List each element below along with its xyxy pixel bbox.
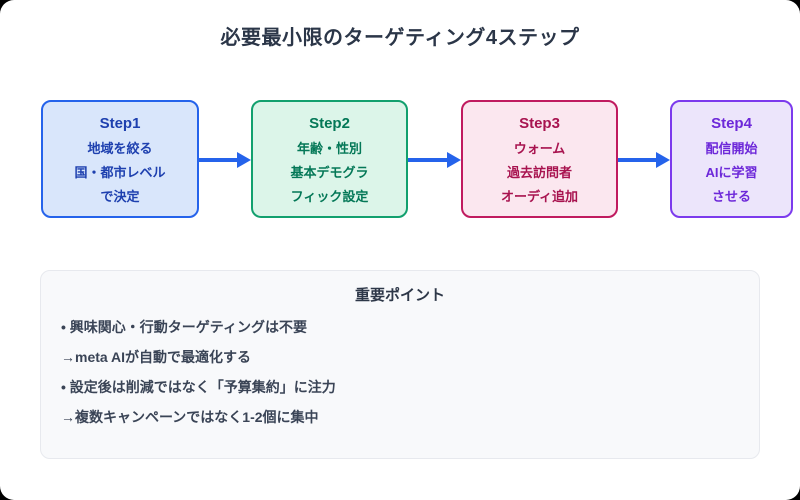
step-name: Step2 <box>309 114 350 132</box>
step-line: 国・都市レベル <box>74 164 166 180</box>
arrow-line <box>618 158 656 162</box>
step-line: 年齢・性別 <box>296 140 362 156</box>
step-line: させる <box>711 188 751 204</box>
arrow-head <box>237 152 251 168</box>
step-line: 過去訪問者 <box>506 164 572 180</box>
step-box-3: Step3 ウォーム 過去訪問者 オーディ追加 <box>461 100 618 218</box>
important-points-title: 重要ポイント <box>354 287 445 304</box>
step-name: Step3 <box>519 114 560 132</box>
step-line: ウォーム <box>513 140 566 156</box>
step-box-1: Step1 地域を絞る 国・都市レベル で決定 <box>41 100 199 218</box>
arrow-line <box>199 158 237 162</box>
important-point: • 設定後は削減ではなく「予算集約」に注力 <box>61 379 336 396</box>
step-line: で決定 <box>100 188 140 204</box>
arrow-right-icon <box>408 152 461 168</box>
step-name: Step1 <box>99 114 141 132</box>
important-points-panel: 重要ポイント • 興味関心・行動ターゲティングは不要 →meta AIが自動で最… <box>40 270 760 459</box>
step-box-4: Step4 配信開始 AIに学習 させる <box>670 100 793 218</box>
step-line: フィック設定 <box>290 188 369 204</box>
arrow-head <box>447 152 461 168</box>
important-point: • 興味関心・行動ターゲティングは不要 <box>61 319 307 335</box>
important-point: →meta AIが自動で最適化する <box>61 349 252 366</box>
step-line: 地域を絞る <box>87 140 153 156</box>
step-box-2: Step2 年齢・性別 基本デモグラ フィック設定 <box>251 100 408 218</box>
step-name: Step4 <box>711 114 752 132</box>
arrow-line <box>408 158 447 162</box>
arrow-right-icon <box>618 152 670 168</box>
arrow-head <box>656 152 670 168</box>
important-point: →複数キャンペーンではなく1-2個に集中 <box>61 409 319 426</box>
arrow-right-icon <box>199 152 251 168</box>
step-line: AIに学習 <box>705 164 758 180</box>
step-line: 基本デモグラ <box>290 164 369 180</box>
diagram-title: 必要最小限のターゲティング4ステップ <box>220 27 580 49</box>
step-line: オーディ追加 <box>500 188 579 204</box>
step-line: 配信開始 <box>705 140 758 156</box>
